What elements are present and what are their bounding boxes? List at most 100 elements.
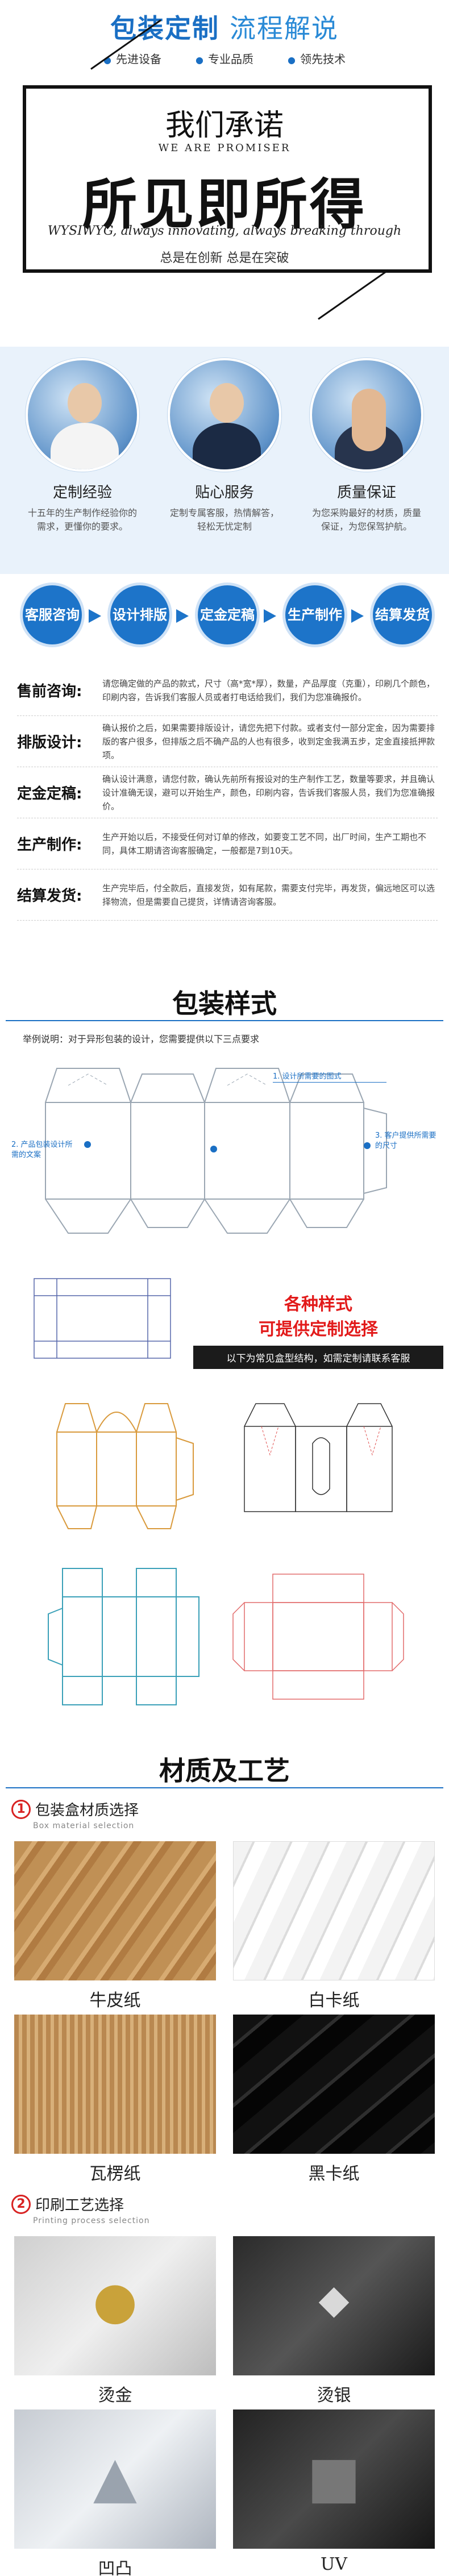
arrow-right-icon — [176, 609, 189, 623]
process-row: 售前咨询: 请您确定做的产品的款式，尺寸（高*宽*厚），数量，产品厚度（克重），… — [17, 665, 438, 716]
swatch-hot-silver: ◆ — [233, 2236, 435, 2375]
process-row-head: 生产制作: — [17, 837, 82, 854]
dieline-tray-diagram — [34, 1278, 171, 1359]
dieline-drawer-box-diagram — [232, 1574, 404, 1700]
dieline-window-box-diagram — [244, 1403, 393, 1512]
number-badge: 2 — [11, 2194, 31, 2214]
promise-tagline: 总是在创新 总是在突破 — [160, 251, 289, 265]
arrow-right-icon — [89, 609, 101, 623]
service-desc: 为您采购最好的材质，质量保证，为您保驾护航。 — [311, 507, 421, 532]
promise-heading-en: WE ARE PROMISER — [158, 142, 291, 154]
foil-mark-silver-icon: ◆ — [318, 2276, 350, 2323]
craft-subheading: 2 印刷工艺选择 — [11, 2194, 124, 2215]
service-card: 贴心服务 定制专属客服，热情解答，轻松无忧定制 — [159, 358, 290, 534]
process-section: 客服咨询 设计排版 定金定稿 生产制作 结算发货 售前咨询: 请您确定做的产品的… — [0, 574, 449, 972]
promise-slogan: 所见即所得 — [82, 172, 367, 236]
number-badge: 1 — [11, 1799, 31, 1819]
dieline-main-diagram — [45, 1068, 387, 1234]
swatch-label: 凹凸 — [98, 2559, 132, 2576]
process-row-text: 请您确定做的产品的款式，尺寸（高*宽*厚），数量，产品厚度（克重），印刷几个颜色… — [102, 678, 435, 702]
promise-heading: 我们承诺 — [165, 109, 284, 143]
service-desc: 十五年的生产制作经验你的需求，更懂你的要求。 — [27, 507, 137, 532]
swatch-corrugated — [14, 2015, 216, 2154]
feature-item: 领先技术 — [288, 50, 346, 66]
custom-line-1: 各种样式 — [284, 1295, 352, 1314]
uv-mark-icon: ■ — [307, 2444, 361, 2510]
process-row-head: 定金定稿: — [17, 785, 82, 802]
swatch-label: 牛皮纸 — [89, 1991, 141, 2011]
swatch-label: 白卡纸 — [308, 1991, 360, 2011]
swatch-label: 烫银 — [317, 2386, 351, 2406]
services-section: 定制经验 十五年的生产制作经验你的需求，更懂你的要求。 贴心服务 定制专属客服，… — [0, 347, 449, 574]
service-photo-worker — [26, 358, 139, 472]
callout-marker — [210, 1146, 217, 1152]
page-title: 包装定制 流程解说 — [0, 8, 449, 45]
craft-subheading-en: Printing process selection — [33, 2216, 150, 2225]
feature-item: 专业品质 — [196, 50, 253, 66]
step-ship: 结算发货 — [373, 585, 432, 644]
process-row-head: 排版设计: — [17, 734, 82, 751]
process-row: 结算发货: 生产完毕后，付全款后，直接发货，如有尾款，需要支付完毕，再发货，偏远… — [17, 869, 438, 921]
step-produce: 生产制作 — [285, 585, 344, 644]
callout-marker — [84, 1141, 91, 1148]
service-photo-thumbsup — [310, 358, 423, 472]
materials-divider — [6, 1787, 443, 1788]
dieline-tuck-box-diagram — [48, 1568, 199, 1705]
material-subheading: 1 包装盒材质选择 — [11, 1799, 139, 1820]
feature-list: 先进设备 专业品质 领先技术 — [0, 50, 449, 66]
process-row-head: 售前咨询: — [17, 683, 82, 700]
process-details: 售前咨询: 请您确定做的产品的款式，尺寸（高*宽*厚），数量，产品厚度（克重），… — [17, 665, 438, 921]
process-steps: 客服咨询 设计排版 定金定稿 生产制作 结算发货 — [23, 585, 432, 648]
swatch-kraft-paper — [14, 1841, 216, 1980]
materials-section: 材质及工艺 1 包装盒材质选择 Box material selection 牛… — [0, 1745, 449, 2576]
step-deposit: 定金定稿 — [198, 585, 257, 644]
process-row-text: 确认设计满意，请您付款，确认先前所有报设对的生产制作工艺，数量等要求，并且确认设… — [102, 773, 435, 811]
process-row: 生产制作: 生产开始以后，不接受任何对订单的修改，如要变工艺不同，出厂时间，生产… — [17, 818, 438, 869]
service-photo-support — [168, 358, 281, 472]
promise-frame — [23, 85, 432, 273]
service-title: 定制经验 — [52, 484, 112, 501]
material-subheading-en: Box material selection — [33, 1821, 135, 1830]
page-title-sub: 流程解说 — [230, 13, 339, 44]
process-row-text: 生产完毕后，付全款后，直接发货，如有尾款，需要支付完毕，再发货，偏远地区可以选择… — [102, 883, 435, 907]
process-row-text: 确认报价之后，如果需要排版设计，请您先把下付款。或者支付一部分定金，因为需要排版… — [102, 722, 435, 760]
service-card: 定制经验 十五年的生产制作经验你的需求，更懂你的要求。 — [17, 358, 148, 534]
swatch-label: 烫金 — [98, 2386, 132, 2406]
service-card: 质量保证 为您采购最好的材质，质量保证，为您保驾护航。 — [301, 358, 432, 534]
page-title-main: 包装定制 — [110, 13, 219, 44]
swatch-white-card — [233, 1841, 435, 1980]
styles-note: 举例说明：对于异形包装的设计，您需要提供以下三点要求 — [23, 1034, 260, 1044]
callout-marker — [364, 1142, 371, 1149]
step-consult: 客服咨询 — [23, 585, 82, 644]
swatch-label: 黑卡纸 — [308, 2164, 360, 2184]
styles-section: 包装样式 举例说明：对于异形包装的设计，您需要提供以下三点要求 — [0, 972, 449, 1745]
dieline-handle-box-diagram — [56, 1403, 194, 1529]
step-design: 设计排版 — [110, 585, 169, 644]
process-row: 定金定稿: 确认设计满意，请您付款，确认先前所有报设对的生产制作工艺，数量等要求… — [17, 767, 438, 818]
materials-title: 材质及工艺 — [159, 1755, 290, 1786]
arrow-right-icon — [264, 609, 276, 623]
custom-note-bar: 以下为常见盒型结构，如需定制请联系客服 — [193, 1346, 443, 1369]
promise-slogan-en: WYSIWYG, always innovating, always break… — [47, 224, 402, 238]
custom-promo: 各种样式 可提供定制选择 以下为常见盒型结构，如需定制请联系客服 — [193, 1290, 443, 1369]
custom-line-2: 可提供定制选择 — [259, 1320, 378, 1339]
process-row: 排版设计: 确认报价之后，如果需要排版设计，请您先把下付款。或者支付一部分定金，… — [17, 716, 438, 767]
decor-slash — [318, 269, 389, 320]
material-subheading-text: 包装盒材质选择 — [35, 1802, 139, 1819]
callout-copy-text: 2. 产品包装设计所需的文案 — [11, 1141, 73, 1159]
swatch-label: UV — [321, 2554, 347, 2574]
emboss-mark-icon: ▲ — [93, 2444, 137, 2510]
swatch-black-card — [233, 2015, 435, 2154]
feature-item: 先进设备 — [103, 50, 161, 66]
swatch-hot-gold: ● — [14, 2236, 216, 2375]
callout-design-image: 1. 设计所需要的图式 — [273, 1072, 386, 1083]
service-desc: 定制专属客服，热情解答，轻松无忧定制 — [169, 507, 279, 532]
swatch-emboss: ▲ — [14, 2409, 216, 2549]
craft-subheading-text: 印刷工艺选择 — [35, 2197, 124, 2214]
header-section: 包装定制 流程解说 先进设备 专业品质 领先技术 我们承诺 WE ARE PRO… — [0, 0, 449, 347]
process-row-text: 生产开始以后，不接受任何对订单的修改，如要变工艺不同，出厂时间，生产工期也不同，… — [102, 831, 427, 856]
styles-divider — [6, 1020, 443, 1021]
logo-mark-gold-icon: ● — [93, 2270, 138, 2331]
callout-size: 3. 客户提供所需要的尺寸 — [375, 1131, 436, 1150]
